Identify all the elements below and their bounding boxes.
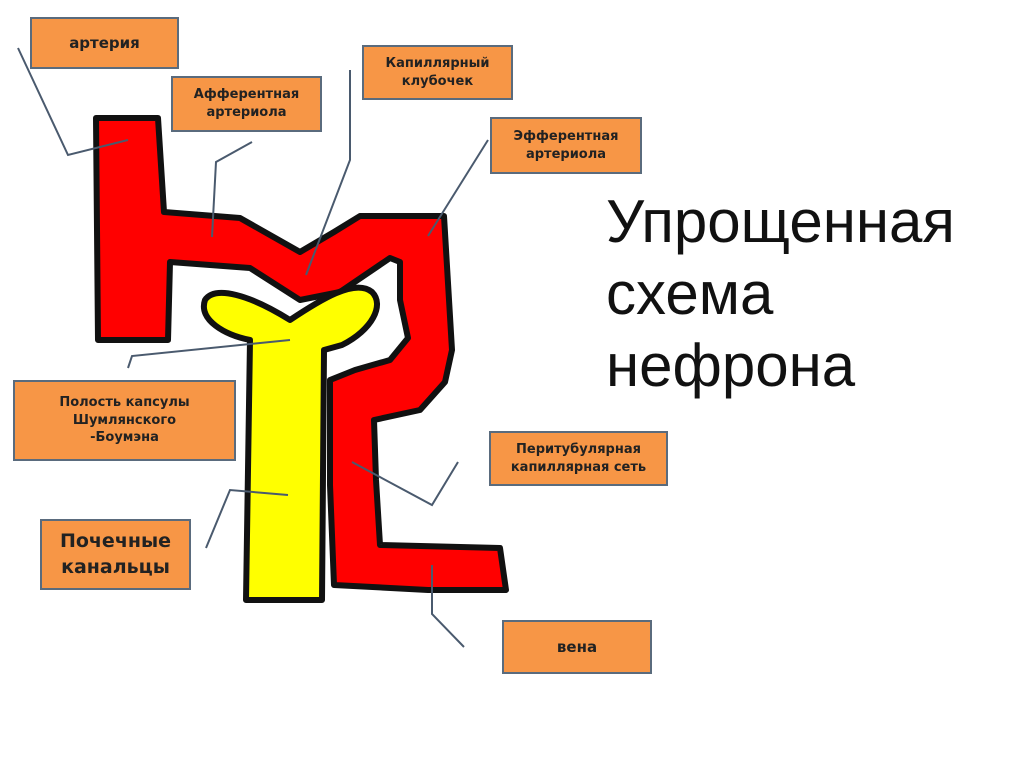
leader-line-glomerulus <box>305 70 351 276</box>
blood-vessel-shape <box>93 115 509 593</box>
label-efferent-arteriole: Эфферентная артериола <box>490 117 642 174</box>
label-renal-tubules: Почечные канальцы <box>40 519 191 590</box>
label-artery: артерия <box>30 17 179 69</box>
label-capsule-cavity: Полость капсулы Шумлянского -Боумэна <box>13 380 236 461</box>
leader-line-artery <box>17 47 129 157</box>
label-vein: вена <box>502 620 652 674</box>
slide-title: Упрощенная схема нефрона <box>606 188 955 399</box>
tubule-shape <box>200 284 380 603</box>
label-capillary-glomerulus: Капиллярный клубочек <box>362 45 513 100</box>
leader-line-peritubular <box>351 461 459 507</box>
label-afferent-arteriole: Афферентная артериола <box>171 76 322 132</box>
leader-line-tubules <box>205 488 289 549</box>
leader-line-efferent <box>427 139 489 237</box>
leader-line-vein <box>431 565 465 648</box>
leader-lines <box>17 47 489 648</box>
label-peritubular-capillary-net: Перитубулярная капиллярная сеть <box>489 431 668 486</box>
leader-line-afferent <box>211 141 253 238</box>
leader-line-capsule <box>127 339 291 369</box>
